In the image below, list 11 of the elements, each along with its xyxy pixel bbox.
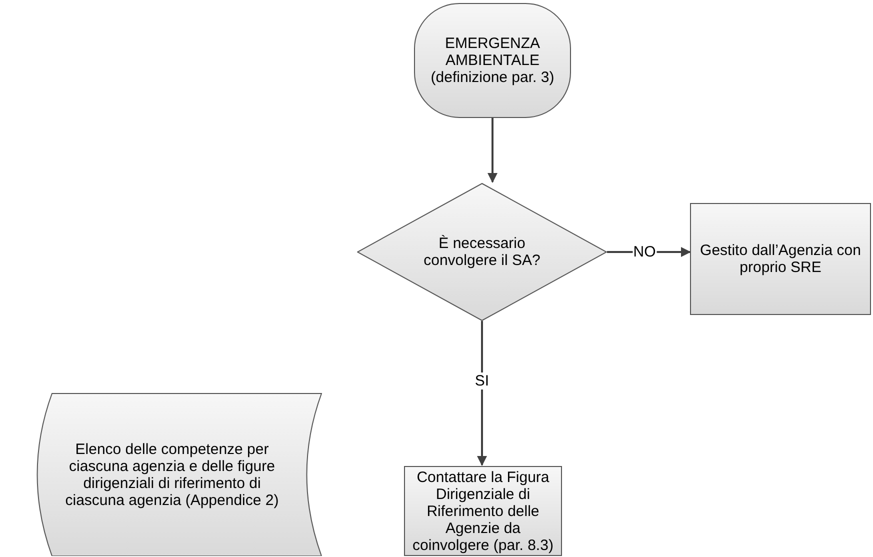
start-terminator <box>414 3 571 118</box>
node-text: Contattare la Figura Dirigenziale di Riferimento delle Agenzie da coinvolgere (par. 8.3) <box>412 468 554 554</box>
decision-diamond <box>357 183 607 321</box>
node-text: Elenco delle competenze per ciascuna agenzia e delle figure dirigenziali di riferimento di ciascuna agenzia (Appendice 2) <box>64 440 280 508</box>
node-text: EMERGENZA AMBIENTALE (definizione par. 3) <box>430 35 556 86</box>
node-text: È necessario convolgere il SA? <box>422 235 542 269</box>
process-box <box>690 203 871 315</box>
arrow <box>488 118 498 183</box>
node-text: Gestito dall’Agenzia con proprio SRE <box>699 242 862 276</box>
edge-label: SI <box>474 372 490 390</box>
arrow <box>477 321 487 466</box>
